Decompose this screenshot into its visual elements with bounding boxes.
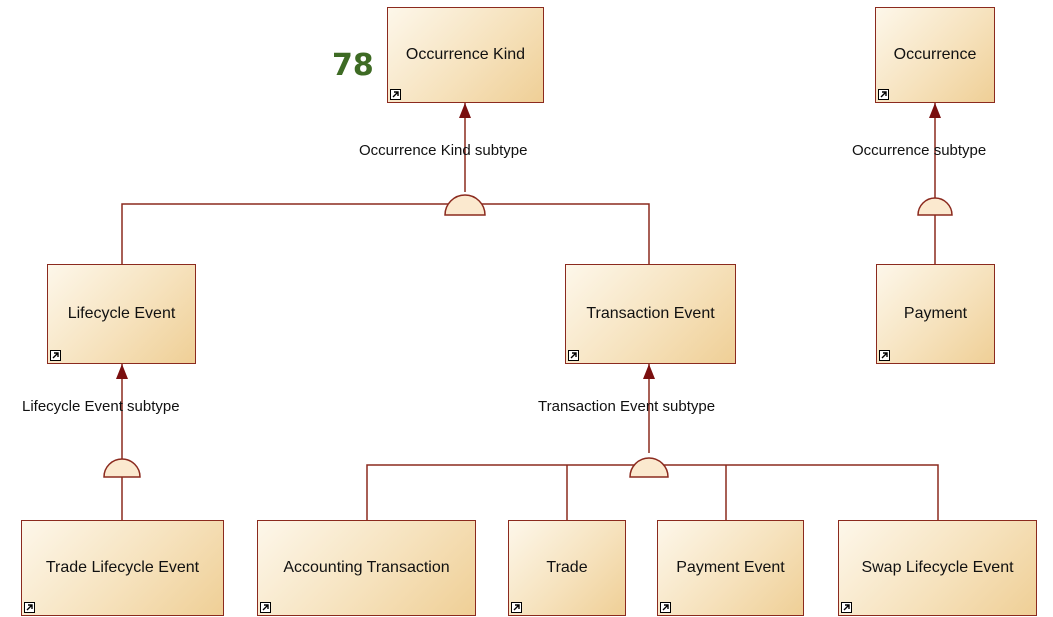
transaction-event-subtype-label: Transaction Event subtype <box>538 398 716 415</box>
entity-label: Payment <box>903 305 968 322</box>
entity-trade[interactable]: Trade <box>508 520 626 616</box>
entity-transaction-event[interactable]: Transaction Event <box>565 264 736 364</box>
entity-label: Occurrence <box>893 46 977 63</box>
shortcut-arrow-icon <box>878 89 889 100</box>
lifecycle-event-arrow <box>116 364 128 379</box>
lifecycle-event-subtype-symbol <box>103 458 141 478</box>
entity-label: Trade <box>546 559 588 576</box>
occurrence-kind-subtype-label: Occurrence Kind subtype <box>359 142 528 159</box>
shortcut-arrow-icon <box>511 602 522 613</box>
shortcut-arrow-icon <box>24 602 35 613</box>
entity-occurrence[interactable]: Occurrence <box>875 7 995 103</box>
shortcut-arrow-icon <box>260 602 271 613</box>
entity-label: Lifecycle Event <box>67 305 176 322</box>
entity-payment[interactable]: Payment <box>876 264 995 364</box>
occurrence-subtype-label: Occurrence subtype <box>852 142 987 159</box>
entity-occurrence-kind[interactable]: Occurrence Kind <box>387 7 544 103</box>
entity-trade-lifecycle-event[interactable]: Trade Lifecycle Event <box>21 520 224 616</box>
entity-label: Trade Lifecycle Event <box>45 559 200 576</box>
shortcut-arrow-icon <box>660 602 671 613</box>
shortcut-arrow-icon <box>879 350 890 361</box>
entity-lifecycle-event[interactable]: Lifecycle Event <box>47 264 196 364</box>
entity-label: Transaction Event <box>586 305 715 322</box>
entity-payment-event[interactable]: Payment Event <box>657 520 804 616</box>
entity-label: Accounting Transaction <box>283 559 450 576</box>
diagram-number-badge: 78 <box>332 48 374 83</box>
entity-swap-lifecycle-event[interactable]: Swap Lifecycle Event <box>838 520 1037 616</box>
shortcut-arrow-icon <box>390 89 401 100</box>
occurrence-kind-arrow <box>459 103 471 118</box>
transaction-event-subtype-symbol <box>629 457 669 478</box>
entity-label: Occurrence Kind <box>405 46 526 63</box>
occurrence-kind-subtype-symbol <box>444 194 486 216</box>
entity-accounting-transaction[interactable]: Accounting Transaction <box>257 520 476 616</box>
occurrence-arrow <box>929 103 941 118</box>
shortcut-arrow-icon <box>841 602 852 613</box>
entity-label: Swap Lifecycle Event <box>861 559 1014 576</box>
occurrence-subtype-symbol <box>917 197 953 216</box>
shortcut-arrow-icon <box>568 350 579 361</box>
shortcut-arrow-icon <box>50 350 61 361</box>
occurrence-kind-subtype-branch <box>121 203 650 264</box>
transaction-event-arrow <box>643 364 655 379</box>
entity-label: Payment Event <box>676 559 785 576</box>
lifecycle-event-subtype-label: Lifecycle Event subtype <box>22 398 180 415</box>
